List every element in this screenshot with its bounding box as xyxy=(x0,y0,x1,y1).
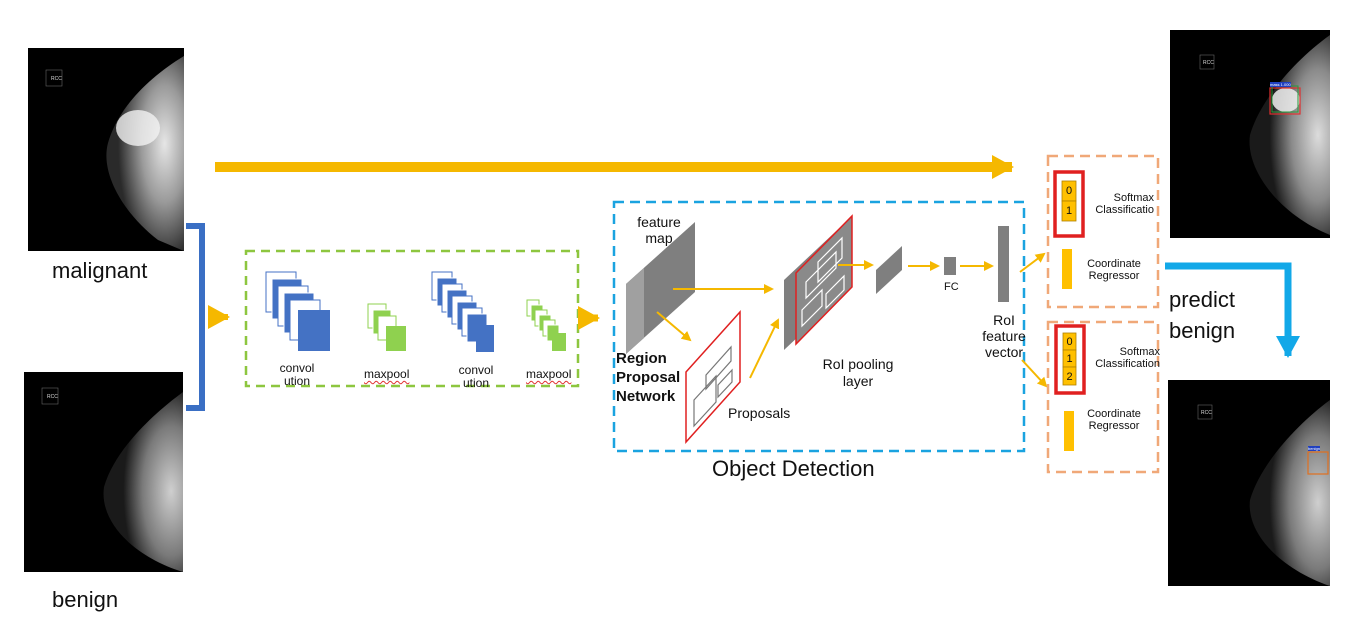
roi-pooling-label: RoI pooling layer xyxy=(822,356,894,389)
bottom-cell-2: 2 xyxy=(1066,371,1073,383)
rpn-label: Region Proposal Network xyxy=(616,350,681,405)
proposals-panel xyxy=(685,310,741,444)
bottom-cell-1: 1 xyxy=(1066,353,1073,365)
malignant-mammogram: RCC xyxy=(28,48,184,251)
rcc-tag: RCC xyxy=(51,76,62,82)
conv-block-1 xyxy=(265,271,330,351)
top-cell-1: 1 xyxy=(1065,205,1073,217)
head-box-top xyxy=(1046,154,1160,309)
roi-feature-vector-bar xyxy=(998,226,1009,302)
conv-block-2 xyxy=(431,271,494,352)
feature-map-label: feature map xyxy=(637,214,681,246)
roi-pooling-block xyxy=(784,214,853,350)
head-box-bottom xyxy=(1046,320,1160,474)
malignant-label: malignant xyxy=(52,258,148,283)
coord-bar-bottom xyxy=(1064,411,1074,451)
rcc-tag: RCC xyxy=(1203,60,1214,66)
fc-label: FC xyxy=(944,281,959,293)
benign-box-label: benign xyxy=(1308,446,1321,451)
input-bracket xyxy=(186,223,205,411)
benign-label: benign xyxy=(52,587,119,612)
softmax-highlight-top xyxy=(1053,170,1085,238)
benign-mammogram: RCC xyxy=(24,372,183,572)
maxpool2-label: maxpool xyxy=(526,367,572,381)
proposals-label: Proposals xyxy=(728,405,791,421)
softmax-highlight-bottom xyxy=(1054,324,1086,395)
top-softmax-label: Softmax Classificatio xyxy=(1095,192,1154,216)
predicted-malignant-mammogram: RCC mass 1.000 xyxy=(1170,30,1330,238)
bottom-coord-label: Coordinate Regressor xyxy=(1087,408,1141,432)
pooled-feature-block xyxy=(876,246,902,294)
top-coord-label: Coordinate Regressor xyxy=(1087,258,1141,282)
rcc-tag: RCC xyxy=(47,394,58,400)
rcc-tag: RCC xyxy=(1201,410,1212,416)
object-detection-label: Object Detection xyxy=(712,456,875,481)
object-detection-box xyxy=(612,200,1026,453)
fc-block xyxy=(944,257,956,275)
roi-vector-label: RoI feature vector xyxy=(982,312,1026,360)
conv1-label: convol ution xyxy=(279,361,315,388)
coord-bar-top xyxy=(1062,249,1072,289)
mass-label: mass 1.000 xyxy=(1270,82,1291,87)
cnn-box xyxy=(244,249,580,388)
maxpool-block-1 xyxy=(367,303,406,351)
maxpool1-label: maxpool xyxy=(364,367,410,381)
predicted-benign-mammogram: RCC benign xyxy=(1168,380,1330,586)
feature-map-block xyxy=(626,222,695,354)
conv2-label: convol ution xyxy=(458,363,494,390)
bottom-cell-0: 0 xyxy=(1066,336,1073,348)
maxpool-block-2 xyxy=(526,299,566,351)
predict-arrow xyxy=(1165,262,1300,358)
predict-label: predict benign xyxy=(1169,287,1236,343)
bottom-softmax-label: Softmax Classification xyxy=(1095,346,1160,370)
top-cell-0: 0 xyxy=(1065,185,1073,197)
